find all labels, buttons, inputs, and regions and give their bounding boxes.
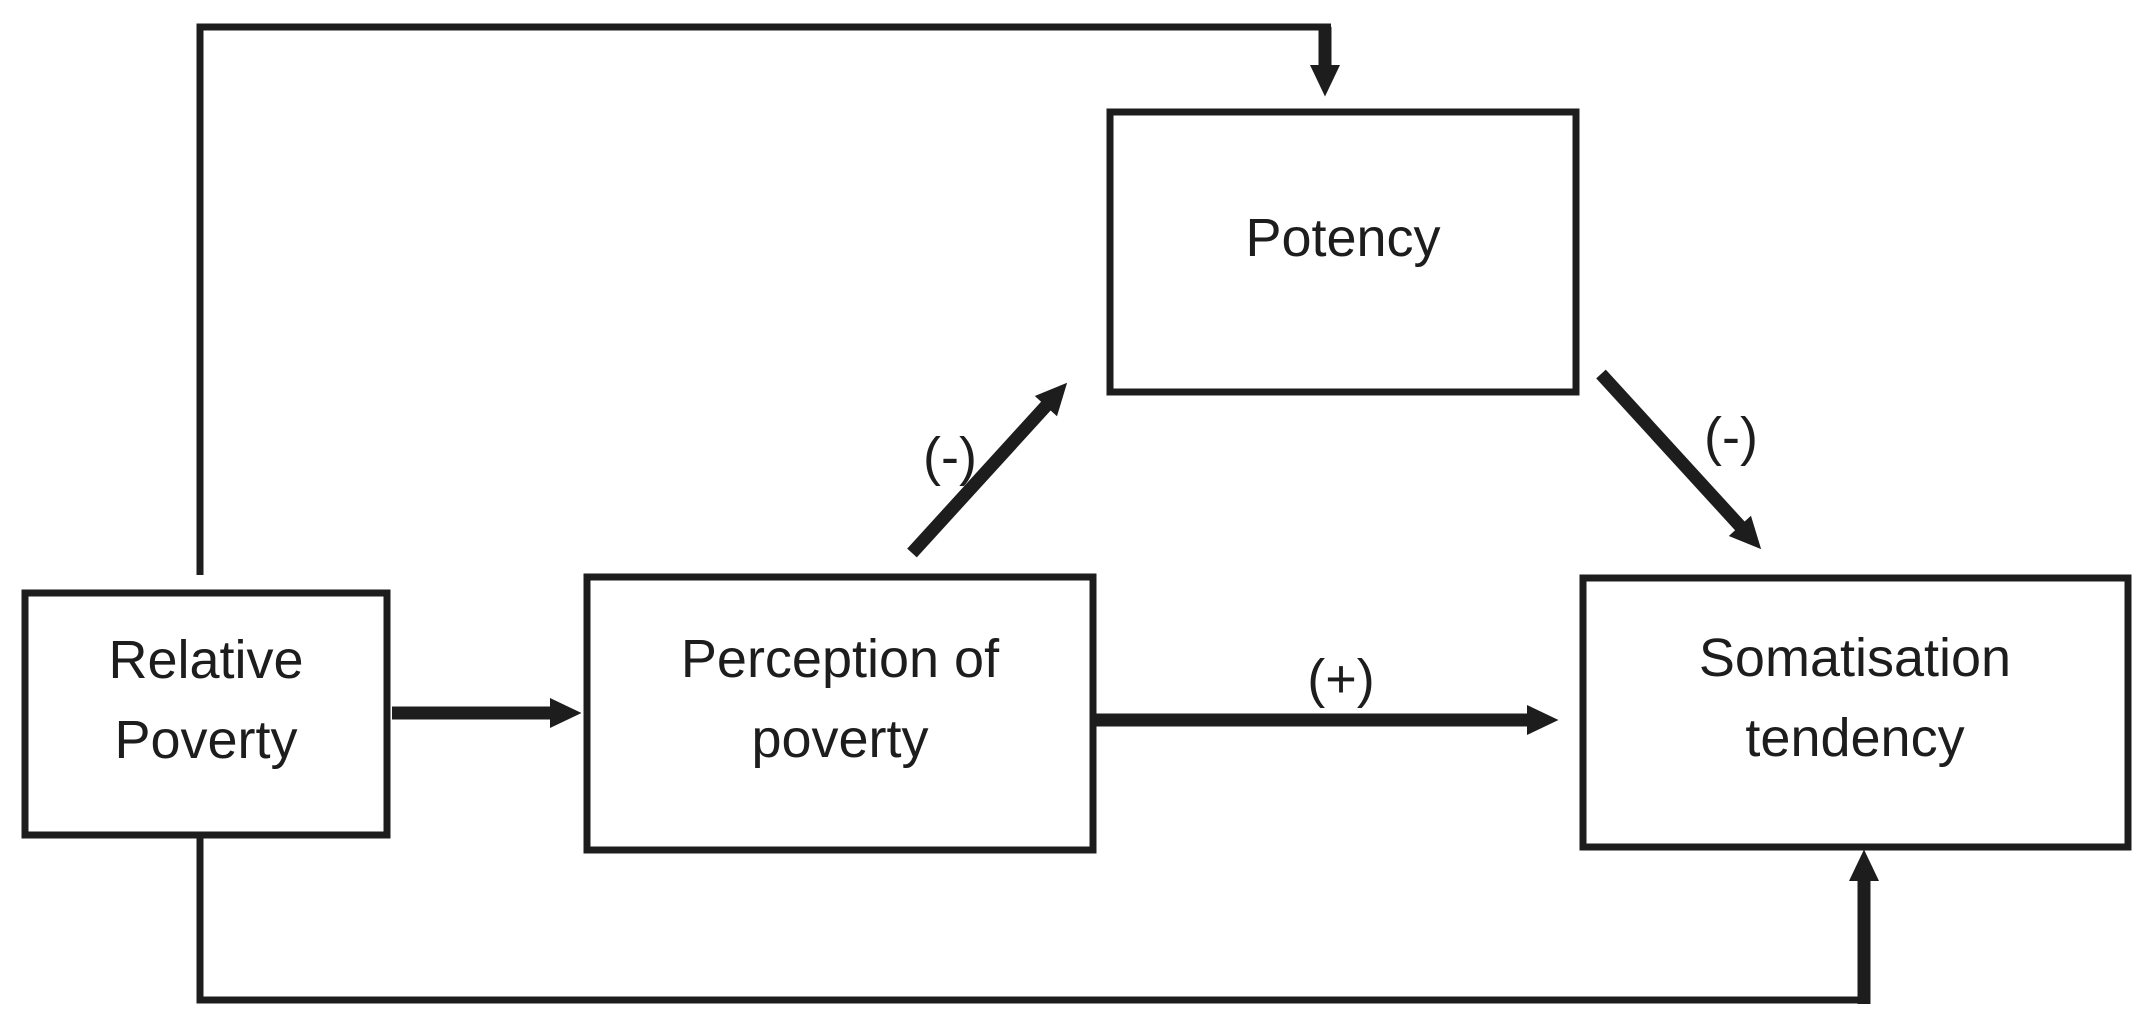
somatisation-tendency-label-line2: tendency	[1745, 708, 1964, 768]
edge-relative-to-potency-line	[196, 23, 1331, 575]
perception-to-somatisation-sign-label: (+)	[1307, 649, 1375, 709]
edge-potency-to-somatisation-arrow	[1596, 369, 1762, 550]
relative-poverty-box	[21, 589, 391, 839]
potency-to-somatisation-sign-label: (-)	[1704, 407, 1758, 467]
perception-of-poverty-label-line2: poverty	[751, 709, 928, 769]
relative-poverty-label-line2: Poverty	[114, 710, 297, 770]
edge-perception-to-potency-arrow	[907, 382, 1068, 558]
perception-to-potency-sign-label: (-)	[923, 427, 977, 487]
perception-of-poverty-box	[583, 573, 1097, 854]
potency-box	[1106, 108, 1580, 396]
edge-relative-to-somatisation-line	[196, 838, 1870, 1004]
somatisation-tendency-box	[1579, 574, 2132, 851]
potency-label: Potency	[1245, 208, 1440, 268]
perception-of-poverty-label-line1: Perception of	[681, 629, 1000, 689]
somatisation-tendency-label-line1: Somatisation	[1699, 628, 2011, 688]
relative-poverty-label-line1: Relative	[108, 630, 303, 690]
